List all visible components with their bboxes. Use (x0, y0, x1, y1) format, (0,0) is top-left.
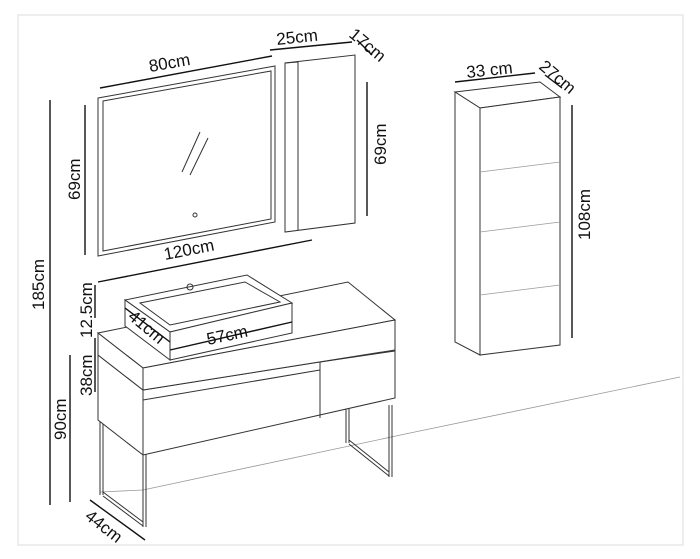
label-counter-height: 38cm (77, 354, 96, 396)
floor-lines (99, 376, 681, 493)
label-total-height: 185cm (29, 259, 48, 310)
tall-cabinet (453, 81, 562, 356)
frame (17, 14, 684, 546)
label-sink-height: 12.5cm (77, 282, 96, 338)
label-mirror-cabinet-width: 25cm (275, 26, 318, 49)
touch-sensor-icon (192, 212, 198, 218)
label-mirror-cabinet-height: 69cm (371, 123, 390, 165)
tap-hole-icon (186, 283, 194, 291)
label-mirror-height: 69cm (65, 158, 84, 200)
label-vanity-height: 90cm (51, 398, 70, 440)
vanity-unit (96, 274, 397, 527)
label-vanity-depth: 44cm (82, 506, 126, 547)
label-tall-cabinet-height: 108cm (575, 189, 594, 240)
mirror-cabinet (284, 54, 356, 233)
label-tall-cabinet-width: 33 cm (465, 58, 513, 82)
dimension-lines (49, 39, 573, 541)
led-mirror (97, 65, 276, 257)
